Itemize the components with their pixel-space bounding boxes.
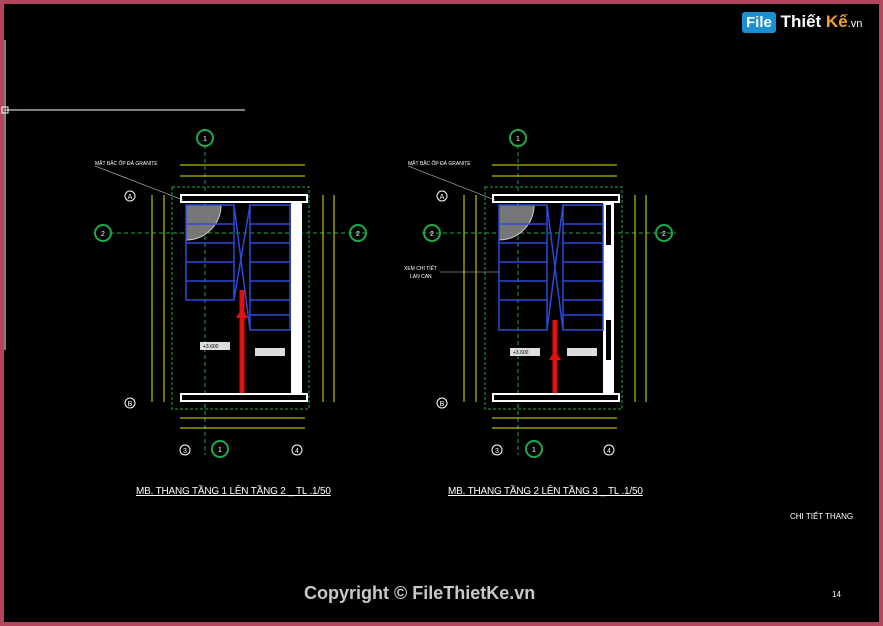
note-granite-1: MẶT BẬC ỐP ĐÁ GRANITE (95, 160, 158, 167)
logo-file: File (742, 12, 776, 33)
grid-label-a-2: A (440, 194, 445, 201)
note-detail-line2: LAN CAN (410, 274, 432, 280)
sheet-name: CHI TIẾT THANG (790, 512, 854, 521)
copyright-watermark: Copyright © FileThietKe.vn (304, 583, 536, 603)
level-label-1: +3.600 (203, 344, 219, 350)
grid-label-1-top-1: 1 (203, 136, 207, 143)
grid-label-2-right-2: 2 (662, 231, 666, 238)
plan-title-2: MB. THANG TẦNG 2 LÊN TẦNG 3 _ TL .1/50 (448, 486, 643, 497)
logo-vn: .vn (847, 18, 863, 30)
grid-label-3-2: 3 (495, 448, 499, 455)
grid-label-b-2: B (440, 401, 445, 408)
grid-label-1-bot-1: 1 (218, 447, 222, 454)
crosshair-cursor (1, 40, 245, 350)
grid-label-3-1: 3 (183, 448, 187, 455)
level-label-2: +3.600 (513, 350, 529, 356)
grid-label-b-1: B (128, 401, 133, 408)
page-number: 14 (832, 590, 841, 599)
grid-label-2-left-1: 2 (101, 231, 105, 238)
stair-plan-2 (407, 129, 676, 458)
grid-label-a-1: A (128, 194, 133, 201)
grid-label-1-top-2: 1 (516, 136, 520, 143)
grid-label-4-1: 4 (295, 448, 299, 455)
logo-ke: Kế (825, 12, 848, 31)
note-detail-line1: XEM CHI TIẾT (404, 265, 437, 272)
note-granite-2: MẶT BẬC ỐP ĐÁ GRANITE (408, 160, 471, 167)
logo-thiet: Thiết (780, 12, 822, 31)
grid-label-1-bot-2: 1 (532, 447, 536, 454)
grid-label-2-right-1: 2 (356, 231, 360, 238)
grid-label-4-2: 4 (607, 448, 611, 455)
grid-label-2-left-2: 2 (430, 231, 434, 238)
filethietke-logo: File Thiết Kế.vn (742, 12, 862, 33)
stair-plan-1 (94, 129, 367, 458)
plan-title-1: MB. THANG TẦNG 1 LÊN TẦNG 2 _ TL .1/50 (136, 486, 331, 497)
